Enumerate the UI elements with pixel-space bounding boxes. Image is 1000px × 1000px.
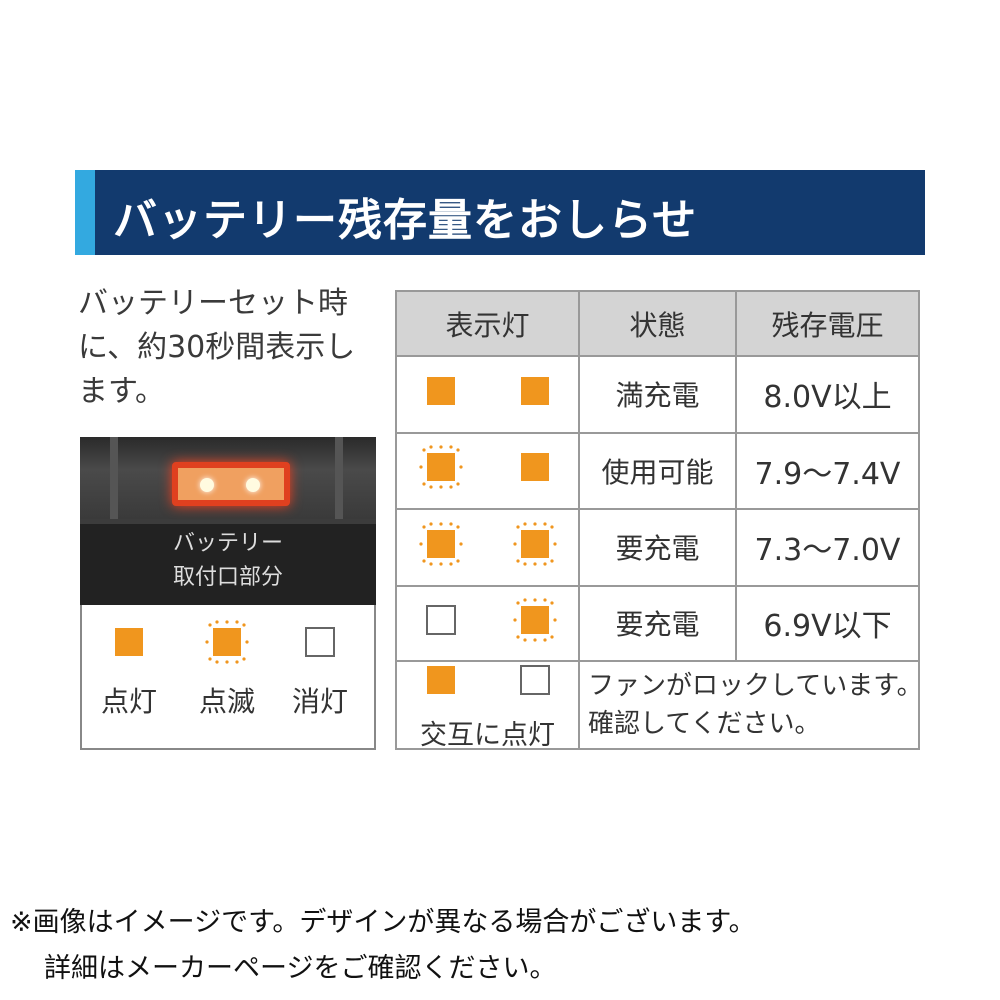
indicator-cell: [397, 356, 578, 432]
led-on-icon: [513, 445, 557, 496]
led-blink-icon: [418, 445, 463, 496]
battery-status-table: 表示灯 状態 残存電圧 満充電 8.0V以上 使用可能 7.9〜7.4V 要充電…: [395, 290, 923, 751]
legend-item-on: 点灯: [84, 620, 174, 720]
voltage-cell: 7.3〜7.0V: [754, 533, 901, 568]
legend: 点灯 点滅 消灯: [80, 605, 376, 750]
led-off-icon: [513, 658, 557, 709]
status-cell: 要充電: [615, 532, 700, 565]
led-blink-icon: [418, 521, 463, 573]
note-line: 詳細はメーカーページをご確認ください。: [44, 953, 557, 984]
indicator-cell: [397, 509, 578, 585]
photo-caption-line: バッテリー: [172, 531, 283, 556]
message-line: ファンがロックしています。: [588, 671, 923, 701]
photo-caption-line: 取付口部分: [172, 565, 283, 590]
voltage-cell: 6.9V以下: [763, 609, 892, 644]
indicator-cell: [397, 586, 578, 660]
led-blink-icon: [512, 521, 557, 573]
voltage-cell: 8.0V以上: [763, 380, 892, 415]
led-blink-icon: [205, 620, 249, 668]
legend-item-off: 消灯: [275, 620, 365, 720]
led-off-icon: [419, 598, 463, 649]
page-title: バッテリー残存量をおしらせ: [113, 195, 698, 246]
legend-label: 消灯: [291, 685, 348, 718]
legend-item-blink: 点滅: [182, 620, 272, 720]
battery-port-photo: バッテリー 取付口部分: [80, 437, 376, 605]
led-blink-icon: [512, 597, 557, 649]
status-cell: 要充電: [615, 608, 700, 641]
led-on-icon: [107, 620, 151, 668]
status-cell: 満充電: [615, 379, 700, 412]
led-off-icon: [298, 620, 342, 668]
led-on-icon: [419, 369, 463, 420]
photo-caption: バッテリー 取付口部分: [80, 527, 376, 595]
intro-text: バッテリーセット時に、約30秒間表示します。: [78, 286, 356, 409]
led-on-icon: [513, 369, 557, 420]
title-accent: [75, 170, 95, 255]
status-cell: 使用可能: [601, 455, 714, 489]
message-line: 確認してください。: [588, 709, 821, 739]
title-bar: バッテリー残存量をおしらせ: [75, 170, 925, 255]
led-on-icon: [419, 658, 463, 709]
note-line: ※画像はイメージです。デザインが異なる場合がございます。: [10, 907, 756, 938]
fan-lock-message: ファンがロックしています。 確認してください。: [580, 662, 923, 748]
header-voltage: 残存電圧: [771, 309, 884, 342]
voltage-cell: 7.9〜7.4V: [754, 456, 901, 492]
indicator-cell: [397, 433, 578, 508]
table-row-alternating: 交互に点灯: [397, 662, 578, 751]
legend-label: 点灯: [100, 685, 157, 718]
header-indicator: 表示灯: [445, 309, 530, 342]
legend-label: 点滅: [198, 685, 255, 718]
header-status: 状態: [629, 309, 686, 342]
led-indicator-image: [172, 462, 290, 506]
table-header: [397, 292, 918, 356]
alternating-label: 交互に点灯: [420, 720, 555, 751]
disclaimer-note: ※画像はイメージです。デザインが異なる場合がございます。詳細はメーカーページをご…: [10, 900, 1000, 992]
